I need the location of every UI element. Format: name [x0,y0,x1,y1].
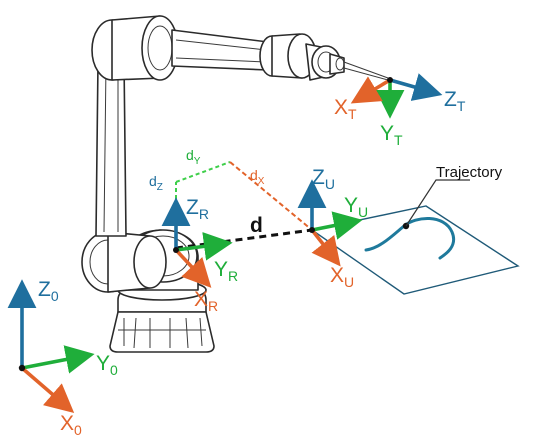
user-y-label: YU [344,194,368,220]
tool-x-label: XT [334,96,357,122]
base-y-label-sub: 0 [110,362,118,378]
robot-arm [81,15,389,353]
robot-forearm [171,29,269,71]
user-x-axis [310,228,341,267]
robot-x-axis [174,248,212,288]
robot-y-axis [175,232,233,261]
dx-line [229,161,313,231]
dx-label: dX [250,167,265,187]
trajectory-label: Trajectory [436,164,503,181]
tool-y-label-sub: T [394,132,403,148]
robot-z-label: ZR [186,196,209,222]
dy-label: dY [186,147,201,167]
tool-x-label-sub: T [348,106,357,122]
user-x-label-sub: U [344,274,354,290]
dz-label-main: d [149,173,157,189]
tool-origin [387,77,393,83]
robot-frame [161,197,233,288]
user-y-axis [311,211,363,240]
base-y-label-main: Y [96,352,110,375]
trajectory-leader [405,179,470,227]
user-origin [309,227,315,233]
tool-x-axis [350,76,391,104]
tool-z-label-main: Z [444,88,457,111]
robot-y-label: YR [214,258,238,284]
base-x-axis [20,366,75,414]
robot-x-label: XR [194,288,218,314]
user-x-label: XU [330,264,354,290]
base-origin [18,364,26,372]
distance-lines [175,161,313,250]
base-y-axis [21,345,95,374]
d-line [175,228,313,250]
tool-z-label: ZT [444,88,466,114]
tool-x-label-main: X [334,96,348,119]
tool-z-label-sub: T [457,98,466,114]
trajectory-curve [364,217,455,260]
work-plane [310,179,520,295]
base-x-label: X0 [60,412,82,438]
robot-y-label-main: Y [214,258,228,281]
robot-shoulder-joint [81,231,167,293]
dx-label-main: d [250,167,258,183]
base-x-label-sub: 0 [74,422,82,438]
dy-label-main: d [186,147,194,163]
user-z-label: ZU [312,166,335,192]
robot-upper-arm [95,59,127,237]
base-y-label: Y0 [96,352,118,378]
robot-y-label-sub: R [228,268,238,284]
tool-y-label-main: Y [380,122,394,145]
user-z-label-main: Z [312,166,325,189]
plane-outline [310,205,520,295]
d-label: d [250,214,263,237]
dy-label-sub: Y [194,156,201,167]
user-frame [297,179,363,267]
tool-frame [350,73,443,119]
robot-x-label-sub: R [208,298,218,314]
tool-y-label: YT [380,122,403,148]
robot-z-label-sub: R [199,206,209,222]
base-z-label-main: Z [38,278,51,301]
base-frame [7,279,95,414]
user-y-label-sub: U [358,204,368,220]
tool-tip-line [343,61,389,81]
base-x-label-main: X [60,412,74,435]
dz-label: dZ [149,173,163,193]
base-z-label: Z0 [38,278,59,304]
robot-origin [173,247,179,253]
base-z-label-sub: 0 [51,288,59,304]
robot-wrist [259,33,345,81]
robot-elbow-joint [91,15,179,81]
dz-label-sub: Z [157,182,163,193]
user-x-label-main: X [330,264,344,287]
robot-z-label-main: Z [186,196,199,219]
dx-label-sub: X [258,176,265,187]
d-label-main: d [250,214,263,237]
user-z-label-sub: U [325,176,335,192]
robot-x-label-main: X [194,288,208,311]
user-y-label-main: Y [344,194,358,217]
tool-z-axis [389,73,443,101]
dy-line [175,161,231,183]
